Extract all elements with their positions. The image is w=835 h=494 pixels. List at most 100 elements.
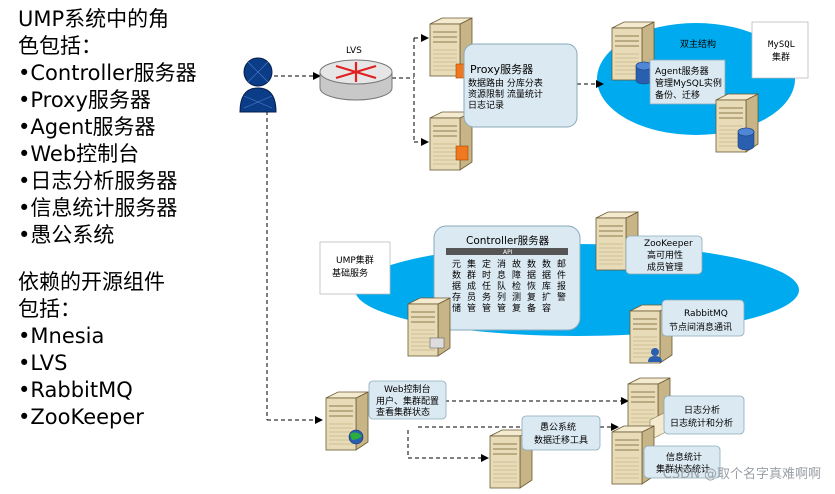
controller-function-char: 备 — [527, 302, 536, 314]
mysql-cluster-line-1: MySQL — [768, 40, 795, 50]
dep-item: •Mnesia — [18, 324, 105, 348]
log-analysis-group: 日志分析 日志统计和分析 — [627, 377, 745, 441]
dep-item: •LVS — [18, 351, 68, 375]
roles-heading-line-2: 色包括： — [18, 34, 102, 58]
rabbitmq-line-1: RabbitMQ — [684, 309, 728, 319]
watermark: CSDN @取个名字真难啊啊 — [662, 467, 821, 482]
controller-function-char: 队 — [497, 280, 506, 292]
controller-function-char: 扩 — [542, 291, 551, 303]
user-icon — [239, 57, 277, 113]
controller-function-char: 数 — [452, 269, 461, 281]
ump-cluster-label: UMP集群 基础服务 — [319, 241, 391, 295]
role-item: •愚公系统 — [18, 223, 115, 247]
log-line-2: 日志统计和分析 — [670, 417, 733, 429]
zookeeper-line-1: ZooKeeper — [644, 239, 693, 249]
proxy-line-2: 资源限制 流量统计 — [468, 88, 543, 100]
controller-function-char: 员 — [467, 292, 476, 303]
proxy-line-1: 数据路由 分库分表 — [468, 77, 543, 89]
controller-function-char: 据 — [527, 269, 536, 281]
controller-function-char: 消 — [497, 258, 506, 270]
yugong-group: 愚公系统 数据迁移工具 — [489, 415, 601, 489]
yugong-line-2: 数据迁移工具 — [534, 434, 588, 446]
stats-group: 信息统计 集群状态统计 — [611, 425, 721, 485]
mysql-cluster-line-2: 集群 — [772, 51, 790, 63]
api-label: API — [503, 249, 513, 256]
controller-function-char: 元 — [452, 260, 461, 270]
deps-heading-line-2: 包括： — [18, 297, 81, 321]
ump-cluster-line-1: UMP集群 — [336, 254, 374, 266]
role-item: •Web控制台 — [18, 142, 140, 166]
proxy-server-bottom-icon — [429, 111, 473, 171]
lvs-router-icon: LVS — [319, 46, 393, 101]
controller-function-char: 群 — [467, 269, 476, 281]
controller-function-char: 容 — [542, 302, 551, 314]
yugong-line-1: 愚公系统 — [540, 421, 576, 433]
log-line-1: 日志分析 — [684, 404, 720, 416]
controller-function-char: 任 — [482, 280, 491, 292]
stats-line-1: 信息统计 — [666, 451, 702, 463]
roles-heading-line-1: UMP系统中的角 — [18, 7, 170, 31]
controller-function-char: 库 — [542, 280, 551, 292]
left-text-column: UMP系统中的角 色包括： •Controller服务器 •Proxy服务器 •… — [18, 6, 208, 431]
zookeeper-line-3: 成员管理 — [647, 261, 683, 273]
rabbitmq-group: RabbitMQ 节点间消息通讯 — [629, 299, 745, 364]
controller-function-char: 障 — [512, 269, 521, 281]
role-item: •Agent服务器 — [18, 115, 156, 139]
controller-function-char: 成 — [467, 280, 476, 292]
controller-function-char: 恢 — [527, 280, 536, 292]
dual-master-label: 双主结构 — [680, 38, 716, 50]
proxy-box: Proxy服务器 数据路由 分库分表 资源限制 流量统计 日志记录 — [463, 43, 578, 128]
controller-function-char: 报 — [557, 280, 566, 292]
proxy-title: Proxy服务器 — [470, 63, 533, 76]
controller-function-char: 据 — [452, 280, 461, 292]
mysql-area: 双主结构 Agent服务器 管理MySQL实例 备份、迁移 MySQL 集群 — [611, 21, 809, 153]
controller-function-char: 复 — [527, 291, 536, 303]
controller-function-char: 储 — [452, 302, 461, 314]
controller-function-char: 列 — [497, 291, 506, 303]
controller-function-char: 存 — [452, 291, 461, 303]
proxy-line-3: 日志记录 — [468, 99, 504, 111]
dep-item: •ZooKeeper — [18, 405, 144, 429]
controller-function-char: 检 — [512, 280, 521, 292]
controller-function-char: 集 — [467, 258, 476, 270]
role-item: •Controller服务器 — [18, 61, 197, 85]
controller-function-char: 息 — [497, 269, 506, 281]
controller-monitor-icon — [429, 337, 445, 349]
stats-line-2: 集群状态统计 — [656, 463, 710, 475]
controller-box: Controller服务器 API 元数据存储集群成员管定时任务管消息队列管故障… — [433, 225, 581, 331]
controller-function-char: 警 — [557, 291, 566, 303]
agent-line-1: Agent服务器 — [655, 65, 709, 77]
ump-cluster-line-2: 基础服务 — [332, 267, 368, 279]
controller-function-char: 复 — [512, 302, 521, 314]
controller-function-char: 件 — [557, 269, 566, 281]
web-console-group: Web控制台 用户、集群配置 查看集群状态 — [325, 380, 447, 451]
connectors — [266, 34, 629, 462]
controller-function-char: 数 — [527, 258, 536, 270]
zookeeper-group: ZooKeeper 高可用性 成员管理 — [595, 211, 703, 275]
controller-function-char: 据 — [542, 269, 551, 281]
role-item: •日志分析服务器 — [18, 169, 178, 193]
controller-function-char: 定 — [482, 258, 491, 270]
controller-title: Controller服务器 — [466, 234, 550, 247]
controller-function-char: 故 — [512, 258, 521, 270]
deps-heading-line-1: 依赖的开源组件 — [18, 270, 165, 294]
lvs-label: LVS — [346, 46, 362, 56]
agent-line-3: 备份、迁移 — [655, 89, 700, 101]
agent-line-2: 管理MySQL实例 — [655, 77, 722, 89]
controller-function-char: 管 — [482, 302, 491, 314]
role-item: •Proxy服务器 — [18, 88, 151, 112]
controller-function-char: 邮 — [557, 258, 566, 270]
controller-function-char: 务 — [482, 291, 491, 303]
controller-function-char: 测 — [512, 292, 521, 303]
role-item: •信息统计服务器 — [18, 196, 178, 220]
web-line-1: Web控制台 — [384, 383, 431, 395]
web-line-2: 用户、集群配置 — [376, 395, 439, 407]
controller-function-char: 时 — [482, 269, 491, 281]
web-line-3: 查看集群状态 — [376, 406, 430, 418]
dep-item: •RabbitMQ — [18, 378, 133, 402]
controller-function-char: 数 — [542, 258, 551, 270]
controller-function-char: 管 — [497, 302, 506, 314]
